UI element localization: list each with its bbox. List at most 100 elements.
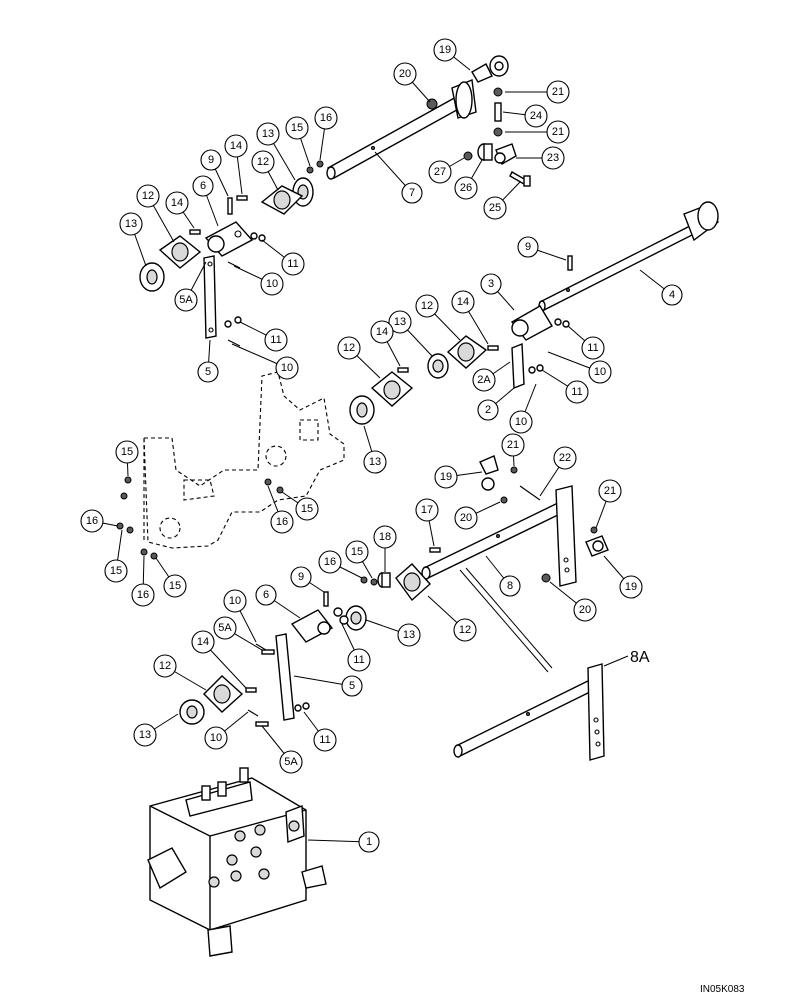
callout-circle (524, 104, 548, 128)
callout-21: 21 (505, 80, 570, 104)
callout-12: 12 (251, 150, 279, 191)
callout-15: 15 (155, 557, 187, 598)
callout-circle (264, 328, 288, 352)
callout-21: 21 (505, 120, 570, 144)
callout-circle (224, 134, 248, 158)
callout-10: 10 (547, 351, 612, 384)
bolt-17 (429, 547, 441, 553)
callout-26: 26 (454, 159, 483, 200)
callout-circle (191, 630, 215, 654)
callout-circle (80, 509, 104, 533)
callout-circle (499, 575, 521, 597)
ball-joint-19-right (585, 535, 609, 557)
callout-circle (119, 212, 143, 236)
bearing-13-lower-a (345, 605, 367, 631)
callout-25: 25 (483, 181, 521, 220)
callout-circle (454, 506, 478, 530)
callout-circle (415, 294, 439, 318)
callout-16: 16 (267, 485, 294, 534)
callout-number: 16 (320, 112, 332, 124)
shaft-8 (421, 485, 577, 587)
callout-number: 15 (351, 546, 363, 558)
callout-15: 15 (285, 116, 311, 167)
callout-circle (313, 728, 337, 752)
callout-number: 19 (439, 44, 451, 56)
callout-circle (509, 410, 533, 434)
callout-15: 15 (104, 529, 128, 583)
callout-circle (415, 498, 439, 522)
washers-11-lower-a (333, 607, 349, 625)
callout-circle (163, 574, 187, 598)
spacer-24 (494, 102, 502, 122)
callout-circle (581, 336, 605, 360)
link-2 (511, 342, 525, 390)
callout-10: 10 (223, 589, 257, 643)
flange-12-mid-a (446, 335, 488, 369)
pin-10-lower-b (247, 709, 259, 717)
washers-11-upper (250, 232, 266, 242)
callout-number: 19 (625, 581, 637, 593)
callout-19: 19 (434, 465, 483, 489)
ball-joint-19-top (471, 55, 509, 83)
pin-9-lower (323, 591, 329, 607)
callout-number: 11 (287, 258, 298, 270)
reference-lines-8A (459, 567, 553, 673)
callout-circle (501, 433, 525, 457)
nut-20-mid (500, 496, 508, 504)
callout-10: 10 (204, 711, 249, 750)
callout-20: 20 (549, 581, 597, 622)
callout-number: 10 (515, 416, 527, 428)
callout-circle (153, 654, 177, 678)
callout-number: 12 (159, 660, 171, 672)
callout-circle (260, 272, 284, 296)
callout-11: 11 (341, 623, 371, 672)
callout-circle (451, 290, 475, 314)
callout-number: 6 (200, 180, 206, 192)
callout-circle (256, 122, 280, 146)
callout-23: 23 (516, 146, 565, 170)
callout-circle (192, 175, 214, 197)
callout-number: 19 (440, 471, 452, 483)
callout-number: 13 (125, 218, 137, 230)
callout-number: 10 (281, 362, 293, 374)
callout-circle (204, 726, 228, 750)
callout-number: 3 (488, 278, 494, 290)
callout-circle (573, 598, 597, 622)
pin-5A-lower-a (261, 649, 275, 655)
callout-circle (133, 723, 157, 747)
callout-number: 16 (276, 516, 288, 528)
callout-number: 6 (263, 589, 269, 601)
callout-circle (433, 38, 457, 62)
callout-circle (285, 116, 309, 140)
callout-circle (115, 440, 139, 464)
washers-11-mid-low (528, 364, 544, 374)
callout-circle (165, 191, 189, 215)
callout-7: 7 (374, 151, 423, 204)
callout-circle (295, 497, 319, 521)
callout-15: 15 (345, 540, 373, 579)
callout-circle (200, 149, 222, 171)
washers-11-upper-low (224, 316, 242, 328)
callout-22: 22 (539, 446, 577, 497)
callout-number: 11 (319, 734, 330, 746)
callout-16: 16 (131, 555, 155, 607)
bolt-14-mid-b (397, 367, 409, 373)
ball-joint-19-mid (479, 455, 499, 491)
callout-5A: 5A (261, 725, 303, 774)
callout-5: 5 (197, 339, 219, 383)
callout-number: 16 (137, 589, 149, 601)
callout-number: 21 (552, 126, 564, 138)
callout-number: 13 (403, 629, 415, 641)
callout-circle (341, 675, 363, 697)
callout-9: 9 (200, 149, 229, 197)
callout-circle (270, 510, 294, 534)
callout-number: 15 (301, 503, 313, 515)
callout-8: 8 (485, 555, 521, 597)
callout-number: 9 (525, 241, 531, 253)
callout-number: 17 (421, 504, 433, 516)
callout-circle (546, 80, 570, 104)
callout-circle (223, 589, 247, 613)
washers-11-lower-b (294, 702, 310, 712)
callout-circle (553, 446, 577, 470)
